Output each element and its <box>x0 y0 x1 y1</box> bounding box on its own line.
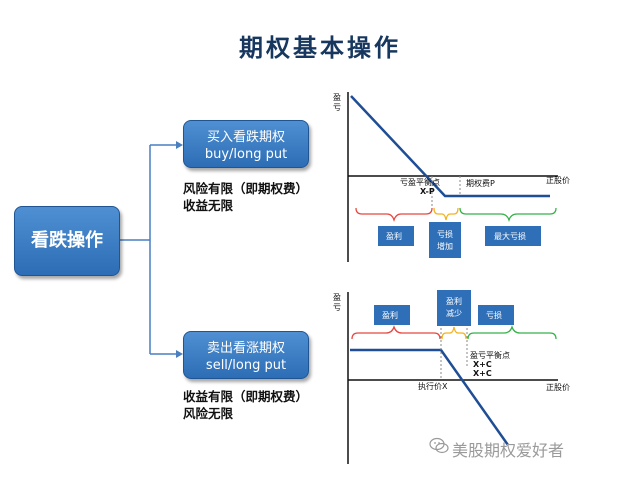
arrow-to-buy <box>176 141 183 149</box>
chart1-y-label-1: 盈 <box>333 93 341 102</box>
node-sell-put-title: 卖出看涨期权 <box>206 341 285 356</box>
chart1-box-max-loss <box>485 226 541 246</box>
chart2-box-loss-text: 亏损 <box>486 310 502 320</box>
chart1-box-loss-increase-line1: 亏损 <box>437 229 453 239</box>
node-buy-put: 买入看跌期权 buy/long put <box>183 120 309 168</box>
chart2-breakeven-formula-2: X+C <box>473 369 492 378</box>
node-sell-put: 卖出看涨期权 sell/long put <box>183 331 309 379</box>
chart2-y-label-2: 亏 <box>333 303 341 312</box>
chart2-y-label-1: 盈 <box>333 293 341 302</box>
chart1-payoff-line <box>350 95 550 198</box>
chart1-brace-profit <box>355 207 433 223</box>
node-buy-put-title: 买入看跌期权 <box>206 130 285 145</box>
tree-connectors <box>118 144 179 355</box>
main-node-put-operation: 看跌操作 <box>14 206 120 276</box>
node-buy-put-subtitle: buy/long put <box>204 147 288 162</box>
wechat-icon <box>429 437 449 454</box>
chart2-breakeven-formula-1: X+C <box>473 360 492 369</box>
buy-put-chart: 盈 亏 正股价 亏盈平衡点 X-P 期权费P 盈利 亏损 增加 最大亏损 <box>333 92 570 262</box>
chart2-breakeven-label: 盈亏平衡点 <box>470 350 510 360</box>
chart2-box-profit <box>374 305 410 325</box>
chart1-premium-label: 期权费P <box>466 178 495 188</box>
chart2-brace-profit <box>351 324 441 340</box>
buy-put-risk: 风险有限（即期权费） <box>183 181 309 196</box>
sell-put-chart: 盈 亏 正股价 盈利 盈利 减少 亏损 盈亏平衡点 X+C X+C 执行价X <box>333 290 570 464</box>
chart1-breakeven-formula: X-P <box>420 187 435 196</box>
chart2-box-profit-text: 盈利 <box>382 310 398 320</box>
chart2-brace-profit-decrease <box>441 326 467 340</box>
chart2-strike-label: 执行价X <box>418 381 448 391</box>
chart1-box-max-loss-text: 最大亏损 <box>494 231 526 241</box>
chart2-box-profit-decrease <box>437 290 471 326</box>
chart1-box-loss-increase-line2: 增加 <box>437 241 453 251</box>
chart2-brace-loss <box>467 324 557 340</box>
chart2-box-profit-decrease-line2: 减少 <box>446 308 462 318</box>
sell-put-risk: 风险无限 <box>183 406 234 421</box>
chart1-x-label: 正股价 <box>546 176 570 185</box>
buy-put-description: 风险有限（即期权费） 收益无限 <box>183 180 308 214</box>
chart1-box-profit-text: 盈利 <box>386 231 402 241</box>
chart1-brace-max-loss <box>459 207 557 223</box>
chart1-box-profit <box>378 226 414 246</box>
chart1-box-loss-increase <box>429 222 461 258</box>
chart1-breakeven-label: 亏盈平衡点 <box>400 177 440 187</box>
chart2-box-profit-decrease-line1: 盈利 <box>446 296 462 306</box>
page-title: 期权基本操作 <box>239 33 401 62</box>
buy-put-return: 收益无限 <box>183 198 234 213</box>
chart2-x-label: 正股价 <box>546 383 570 392</box>
chart1-y-label-2: 亏 <box>333 103 341 112</box>
arrow-to-sell <box>176 350 183 358</box>
chart1-brace-loss-increase <box>433 207 459 221</box>
chart2-box-loss <box>478 305 514 325</box>
sell-put-return: 收益有限（即期权费） <box>183 389 309 404</box>
watermark-text: 美股期权爱好者 <box>452 441 565 460</box>
sell-put-description: 收益有限（即期权费） 风险无限 <box>183 388 308 422</box>
node-sell-put-subtitle: sell/long put <box>205 358 287 373</box>
